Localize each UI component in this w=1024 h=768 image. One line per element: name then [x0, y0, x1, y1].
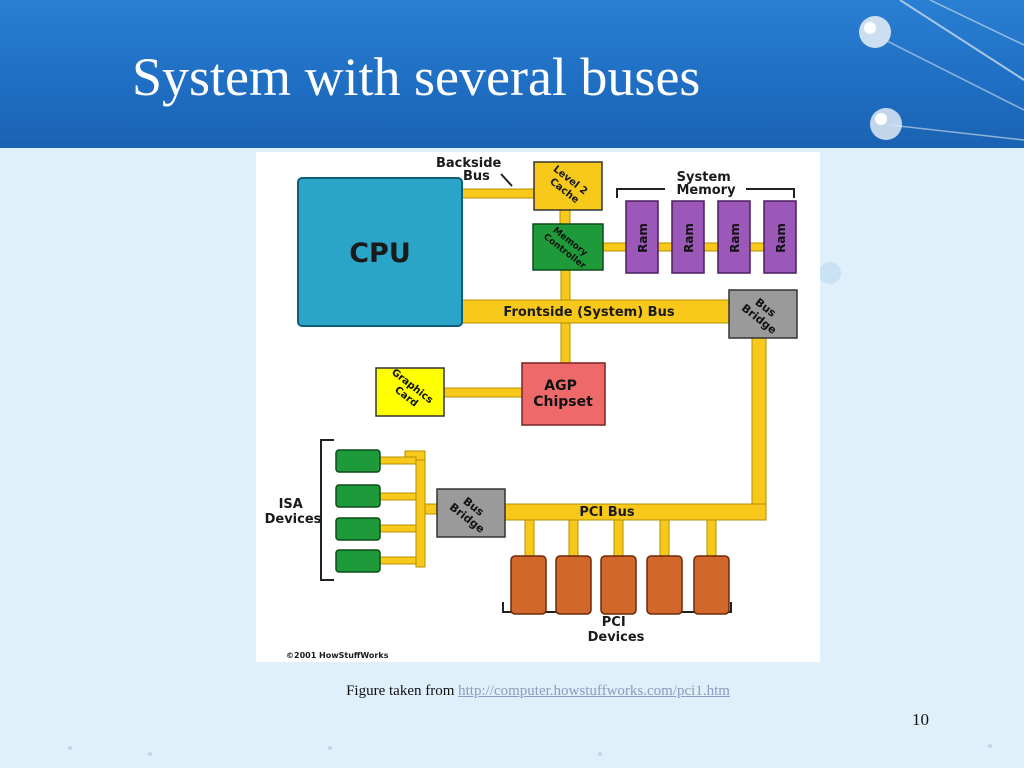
ram-label: Ram	[682, 223, 696, 253]
graphics-card-block	[375, 367, 445, 417]
pci-device	[600, 555, 637, 615]
ram-modules: Ram Ram Ram Ram	[625, 200, 797, 274]
backside-bus-line	[459, 188, 537, 199]
ram-module	[717, 200, 751, 274]
isa-device	[335, 517, 381, 541]
isa-stub-line	[379, 556, 417, 565]
title-bar: System with several buses	[0, 0, 1024, 148]
isa-device	[335, 484, 381, 508]
ram-module	[625, 200, 659, 274]
graphics-to-agp-line	[443, 387, 523, 398]
slide-number: 10	[912, 710, 929, 729]
pci-device-stub-line	[568, 519, 579, 557]
cache-to-controller-line	[559, 209, 571, 225]
system-memory-bracket	[616, 188, 795, 198]
source-link[interactable]: http://computer.howstuffworks.com/pci1.h…	[458, 683, 730, 699]
bridge-to-pci-vertical-line	[751, 337, 767, 507]
copyright-label: ©2001 HowStuffWorks	[286, 651, 389, 660]
isa-devices-label: ISA Devices	[265, 497, 322, 527]
isa-stub-line	[379, 456, 417, 465]
pci-device-stub-line	[706, 519, 717, 557]
ram-label: Ram	[636, 223, 650, 253]
isa-bus-vertical-line	[415, 450, 426, 568]
isa-stub-line	[379, 524, 417, 533]
decorative-pins-graphic	[859, 0, 1024, 141]
pci-devices-label: PCI Devices	[588, 615, 645, 645]
ram-module	[671, 200, 705, 274]
bus-bridge-bottom-block	[436, 488, 506, 538]
pci-bus-line	[504, 503, 767, 521]
isa-device	[335, 549, 381, 573]
pci-device-stub-line	[524, 519, 535, 557]
pci-device	[693, 555, 730, 615]
bus-bridge-top-block	[728, 289, 798, 339]
controller-to-frontside-line	[560, 269, 571, 301]
system-memory-label: System Memory	[676, 170, 736, 198]
slide-title: System with several buses	[132, 47, 701, 107]
figure-caption: Figure taken from http://computer.howstu…	[0, 683, 1024, 700]
memory-controller-block	[532, 223, 604, 271]
pci-devices	[510, 555, 730, 615]
pci-device-stub-line	[659, 519, 670, 557]
ram-label: Ram	[728, 223, 742, 253]
agp-chipset-label: AGP Chipset	[533, 378, 593, 410]
slide-background-decoration	[68, 262, 992, 756]
pci-device-stub-line	[613, 519, 624, 557]
cpu-block	[297, 177, 463, 327]
agp-chipset-block	[521, 362, 606, 426]
isa-devices-bracket	[320, 439, 334, 581]
isa-stub-line	[379, 492, 417, 501]
isa-bus-horizontal-line	[424, 503, 438, 515]
pci-device	[555, 555, 592, 615]
caption-prefix: Figure taken from	[346, 683, 455, 699]
backside-bus-label: Backside Bus	[436, 156, 506, 184]
pci-device	[510, 555, 547, 615]
frontside-to-agp-line	[560, 322, 571, 364]
pci-devices-bracket	[502, 602, 732, 613]
isa-device	[335, 449, 381, 473]
level2-cache-block	[533, 161, 603, 211]
cpu-label: CPU	[349, 238, 411, 269]
ram-module	[763, 200, 797, 274]
frontside-bus-label: Frontside (System) Bus	[503, 305, 674, 320]
backside-bus-pointer	[500, 173, 513, 187]
ram-label: Ram	[774, 223, 788, 253]
isa-devices	[335, 449, 381, 573]
pci-bus-label: PCI Bus	[579, 505, 635, 520]
bus-system-diagram: CPU Backside Bus Level 2 Cache Memory Co…	[256, 152, 820, 662]
pci-device	[646, 555, 683, 615]
